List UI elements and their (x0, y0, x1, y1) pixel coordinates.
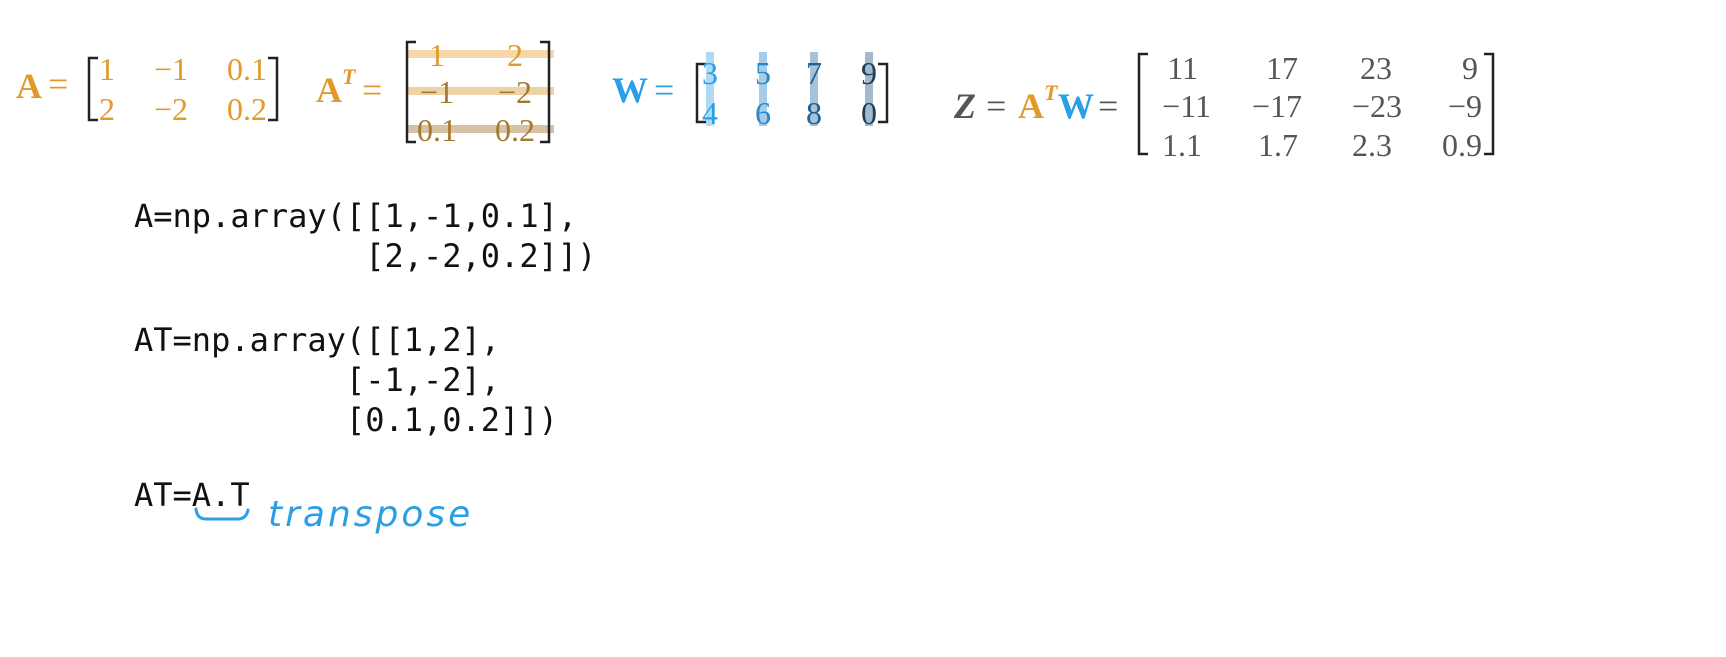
matrix-w-cell: 8 (806, 95, 822, 131)
matrix-w-left-bracket (695, 62, 706, 124)
matrix-z-equals-2: = (1098, 86, 1119, 126)
matrix-w-cell: 3 (702, 55, 718, 91)
code-line: [-1,-2], (134, 361, 501, 399)
matrix-z-cell: 23 (1360, 50, 1392, 86)
matrix-at-equals: = (362, 70, 383, 110)
matrix-z-cell: −17 (1251, 88, 1302, 124)
matrix-a-cell: 1 (99, 51, 115, 87)
code-line: [2,-2,0.2]]) (134, 237, 597, 275)
matrix-z-left-bracket (1137, 52, 1148, 156)
row-highlight (408, 87, 554, 95)
matrix-w-cell: 0 (861, 95, 877, 131)
matrix-w-cell: 9 (861, 55, 877, 91)
matrix-at-superscript: T (342, 64, 356, 89)
matrix-w-cell: 4 (702, 95, 718, 131)
matrix-z-cell: 11 (1167, 50, 1198, 86)
matrix-w-equals: = (654, 70, 675, 110)
matrix-z-cell: 1.1 (1162, 127, 1202, 163)
matrix-at-cell: −1 (419, 74, 455, 110)
matrix-w-right-bracket (878, 62, 889, 124)
transpose-annotation: transpose (268, 494, 474, 535)
matrix-z-cell: 1.7 (1258, 127, 1298, 163)
matrix-w-cell: 6 (755, 95, 771, 131)
code-line: A=np.array([[1,-1,0.1], (134, 197, 578, 235)
column-highlight (865, 52, 873, 126)
matrix-w-cell: 7 (806, 55, 822, 91)
matrix-at-left-bracket (405, 40, 416, 144)
row-highlight (408, 50, 554, 58)
matrix-a-equals: = (48, 64, 69, 104)
matrix-z-cell: −9 (1447, 88, 1482, 124)
matrix-z-cell: 2.3 (1352, 127, 1392, 163)
row-highlight (408, 125, 554, 133)
matrix-a-label: A (16, 66, 42, 106)
matrix-a-right-bracket (268, 56, 279, 122)
matrix-w-cell: 5 (755, 55, 771, 91)
matrix-z-product-w: W (1058, 86, 1094, 126)
column-highlight (810, 52, 818, 126)
column-highlight (706, 52, 714, 126)
matrix-at-right-bracket (540, 40, 551, 144)
matrix-a-left-bracket (87, 56, 98, 122)
underbrace-annotation-mark (194, 507, 250, 521)
matrix-z-cell: 17 (1266, 50, 1298, 86)
matrix-w-label: W (612, 70, 648, 110)
matrix-at-cell: 0.1 (417, 112, 457, 148)
matrix-z-cell: 9 (1462, 50, 1478, 86)
column-highlight (759, 52, 767, 126)
matrix-a-cell: 2 (99, 91, 115, 127)
code-line: AT=A.T (134, 476, 250, 514)
matrix-at-cell: 2 (507, 37, 523, 73)
matrix-at-cell: −2 (497, 74, 533, 110)
matrix-z-label: Z (954, 86, 976, 126)
code-line: AT=np.array([[1,2], (134, 321, 501, 359)
matrix-a-cell: 0.2 (227, 91, 267, 127)
matrix-a-cell: −1 (153, 51, 189, 87)
matrix-at-cell: 0.2 (495, 112, 535, 148)
matrix-z-cell: −23 (1351, 88, 1402, 124)
matrix-at-label: A (316, 70, 342, 110)
matrix-z-product-t: T (1044, 80, 1058, 105)
matrix-z-product-a: A (1018, 86, 1044, 126)
matrix-z-right-bracket (1484, 52, 1495, 156)
matrix-a-cell: −2 (153, 91, 189, 127)
matrix-z-equals: = (986, 86, 1007, 126)
matrix-z-cell: 0.9 (1442, 127, 1482, 163)
matrix-a-cell: 0.1 (227, 51, 267, 87)
matrix-at-cell: 1 (429, 37, 445, 73)
code-line: [0.1,0.2]]) (134, 401, 558, 439)
matrix-z-cell: −11 (1162, 88, 1211, 124)
